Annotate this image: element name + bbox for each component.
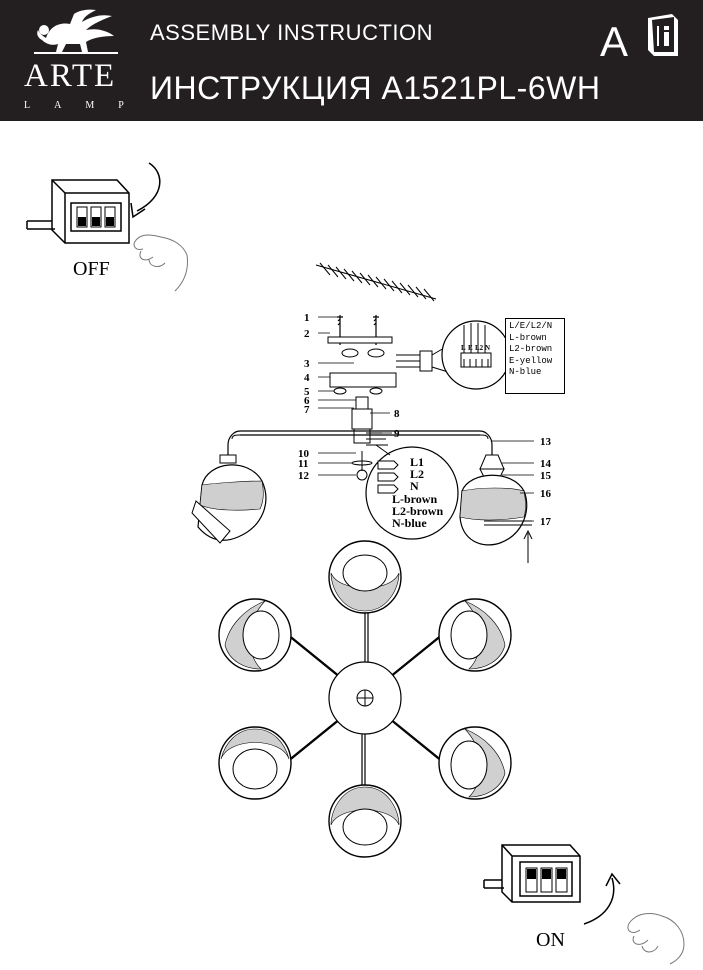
off-label: OFF [73, 258, 110, 280]
assembly-diagram: 1 2 3 4 5 6 7 10 11 12 8 9 13 14 15 16 1… [191, 262, 552, 563]
title-english: ASSEMBLY INSTRUCTION [150, 20, 434, 45]
part-number-3: 3 [304, 358, 310, 370]
header-bar: ARTE LAMP ASSEMBLY INSTRUCTION ИНСТРУКЦИ… [0, 0, 703, 121]
switch-off-illustration [26, 162, 188, 292]
terminal-letter-l2: L2 [475, 344, 484, 352]
bubble-wiring-text: L1 L2 N L-brown L2-brown N-blue [392, 456, 443, 529]
left-globe [191, 454, 267, 544]
part-number-5: 5 [304, 386, 310, 398]
bubble-marker-n: N [410, 479, 419, 494]
right-globe [459, 454, 532, 546]
wiring-legend: L/E/L2/N L-brown L2-brown E-yellow N-blu… [505, 318, 565, 394]
top-view-globes [218, 540, 512, 858]
on-label: ON [536, 929, 565, 951]
part-number-16: 16 [540, 488, 552, 500]
part-number-11: 11 [298, 458, 308, 470]
part-number-8: 8 [394, 408, 400, 420]
bubble-marker-l2: L2 [410, 467, 425, 482]
part-number-10: 10 [298, 448, 310, 460]
part-number-12: 12 [298, 470, 310, 482]
wiring-legend-line: N-blue [509, 367, 542, 377]
part-number-9: 9 [394, 428, 400, 440]
title-russian: ИНСТРУКЦИЯ A1521PL-6WH [150, 70, 601, 106]
part-number-14: 14 [540, 458, 552, 470]
bubble-line-l2-brown: L2-brown [392, 503, 444, 518]
brand-wordmark: ARTE [24, 58, 117, 94]
terminal-letter-e: E [468, 344, 473, 352]
terminal-letter-n: N [485, 344, 490, 352]
chandelier-top-view [218, 540, 512, 858]
wiring-legend-line: L-brown [509, 332, 547, 343]
part-number-15: 15 [540, 470, 552, 482]
part-number-7: 7 [304, 404, 310, 416]
bubble-line-l-brown: L-brown [392, 491, 438, 506]
bubble-marker-l1: L1 [410, 455, 425, 469]
brand-subtitle: LAMP [24, 100, 148, 111]
book-info-icon [648, 14, 678, 56]
part-number-4: 4 [304, 372, 310, 384]
switch-on-illustration [483, 844, 685, 965]
bubble-line-n-blue: N-blue [392, 516, 427, 531]
part-number-1: 1 [304, 312, 310, 324]
wiring-legend-line: L/E/L2/N [509, 321, 553, 331]
part-number-13: 13 [540, 436, 552, 448]
ceiling-hatch [315, 262, 437, 302]
part-number-6: 6 [304, 395, 310, 407]
terminal-letter-l: L [461, 344, 466, 352]
language-letter: A [600, 18, 629, 65]
wiring-legend-line: E-yellow [509, 355, 553, 366]
winged-lion-logo-icon [34, 9, 118, 54]
wiring-legend-line: L2-brown [509, 344, 553, 354]
part-number-17: 17 [540, 516, 552, 528]
part-number-2: 2 [304, 328, 310, 340]
